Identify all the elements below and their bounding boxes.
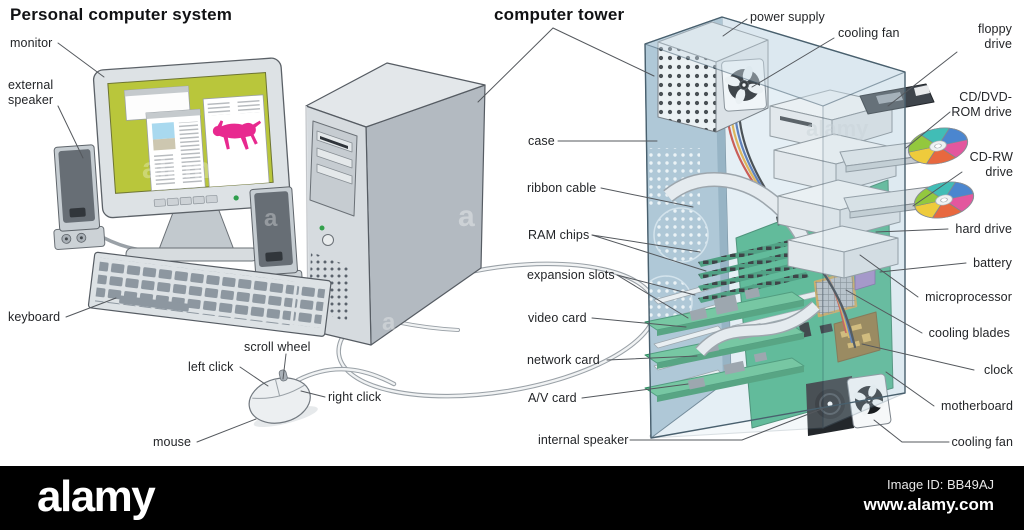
expansion-cards bbox=[644, 287, 821, 402]
external-speaker-left bbox=[53, 144, 106, 250]
label-scroll-wheel: scroll wheel bbox=[244, 340, 311, 354]
label-cd-rw-drive: CD-RW drive bbox=[969, 150, 1013, 180]
alamy-watermark: alamy bbox=[806, 116, 869, 141]
screen-window-right bbox=[202, 94, 270, 190]
leader-expansion-slots-1 bbox=[616, 274, 696, 296]
horse-image bbox=[212, 120, 262, 150]
leader-keyboard bbox=[65, 297, 117, 318]
keyboard bbox=[87, 251, 332, 337]
label-cooling-blades: cooling blades bbox=[928, 326, 1010, 340]
leader-motherboard bbox=[885, 371, 935, 407]
label-battery: battery bbox=[973, 256, 1012, 270]
leader-computer-tower-2 bbox=[552, 27, 655, 77]
leader-ribbon-cable bbox=[600, 187, 694, 208]
leader-network-card bbox=[606, 355, 698, 361]
label-ram-chips: RAM chips bbox=[528, 228, 590, 242]
leader-microprocessor bbox=[859, 254, 919, 298]
cd-rw-drive bbox=[777, 176, 978, 239]
leader-computer-tower-1 bbox=[477, 27, 554, 103]
case-front-panel bbox=[644, 43, 824, 439]
label-motherboard: motherboard bbox=[941, 399, 1013, 413]
monitor-led bbox=[233, 195, 239, 201]
leader-cd-rw bbox=[912, 171, 963, 207]
leader-internal-speaker bbox=[629, 407, 825, 441]
leader-monitor bbox=[57, 42, 105, 78]
footer-bar: alamy Image ID: BB49AJ www.alamy.com bbox=[0, 466, 1024, 530]
leader-cooling-blades bbox=[845, 289, 923, 334]
label-video-card: video card bbox=[528, 311, 587, 325]
alamy-watermark: alamy bbox=[142, 152, 227, 185]
leader-power-supply bbox=[722, 18, 748, 37]
label-cooling-fan-top: cooling fan bbox=[838, 26, 900, 40]
footer-image-id: Image ID: BB49AJ bbox=[887, 477, 994, 492]
monitor bbox=[92, 57, 291, 219]
leader-battery bbox=[879, 262, 967, 273]
illustration: alamy a a a alamy bbox=[53, 16, 978, 443]
label-cooling-fan-bottom: cooling fan bbox=[951, 435, 1013, 449]
alamy-watermark: a bbox=[458, 200, 475, 233]
label-mouse: mouse bbox=[153, 435, 192, 449]
alamy-watermark: a bbox=[382, 309, 396, 336]
alamy-watermarks: alamy a a a alamy bbox=[142, 116, 869, 336]
alamy-logo: alamy bbox=[37, 472, 156, 521]
video-card bbox=[644, 287, 805, 336]
leader-external-speaker bbox=[57, 105, 84, 159]
spacebar bbox=[119, 295, 190, 312]
leader-cooling-fan-bottom bbox=[873, 419, 950, 443]
tower-cutaway bbox=[644, 16, 978, 439]
label-external-speaker: external speaker bbox=[8, 78, 54, 108]
leader-expansion-slots-2 bbox=[616, 274, 689, 319]
leader-ram-2 bbox=[591, 234, 707, 272]
label-microprocessor: microprocessor bbox=[925, 290, 1012, 304]
monitor-buttons bbox=[153, 194, 239, 207]
monitor-stand bbox=[125, 207, 259, 262]
label-floppy-drive: floppy drive bbox=[978, 22, 1012, 52]
label-ribbon-cable: ribbon cable bbox=[527, 181, 597, 195]
label-case: case bbox=[528, 134, 555, 148]
power-led bbox=[319, 225, 325, 231]
label-clock: clock bbox=[984, 363, 1013, 377]
drive-stack bbox=[769, 83, 978, 279]
leader-av-card bbox=[581, 383, 689, 399]
label-power-supply: power supply bbox=[750, 10, 825, 24]
label-cd-dvd-rom-drive: CD/DVD-ROM drive bbox=[951, 90, 1012, 120]
title-computer-tower: computer tower bbox=[494, 5, 625, 24]
leader-lines bbox=[57, 18, 975, 443]
footer-website[interactable]: www.alamy.com bbox=[863, 495, 994, 514]
leader-right-click bbox=[300, 390, 326, 398]
av-card bbox=[644, 351, 805, 402]
leader-cooling-fan-top bbox=[751, 37, 835, 88]
leader-floppy-drive bbox=[887, 51, 958, 107]
leader-scroll-wheel bbox=[282, 353, 287, 380]
label-monitor: monitor bbox=[10, 36, 53, 50]
leader-clock bbox=[861, 343, 975, 371]
cd-dvd-rom-drive bbox=[773, 122, 972, 193]
label-network-card: network card bbox=[527, 353, 600, 367]
label-internal-speaker: internal speaker bbox=[538, 433, 629, 447]
alamy-watermark: a bbox=[264, 205, 278, 232]
label-left-click: left click bbox=[188, 360, 234, 374]
power-button bbox=[322, 234, 334, 246]
hard-drive bbox=[787, 225, 899, 279]
label-right-click: right click bbox=[328, 390, 382, 404]
label-av-card: A/V card bbox=[528, 391, 577, 405]
leader-hard-drive bbox=[875, 228, 949, 233]
leader-video-card bbox=[591, 317, 687, 328]
leader-cd-dvd-rom bbox=[905, 111, 951, 149]
title-personal-computer-system: Personal computer system bbox=[10, 5, 233, 24]
screen-window-left bbox=[145, 108, 206, 192]
ram-chips bbox=[698, 236, 809, 303]
label-hard-drive: hard drive bbox=[955, 222, 1012, 236]
leader-left-click bbox=[239, 366, 269, 387]
label-expansion-slots: expansion slots bbox=[527, 268, 615, 282]
leader-ram-1 bbox=[591, 234, 701, 253]
leader-mouse bbox=[196, 418, 257, 443]
label-keyboard: keyboard bbox=[8, 310, 61, 324]
